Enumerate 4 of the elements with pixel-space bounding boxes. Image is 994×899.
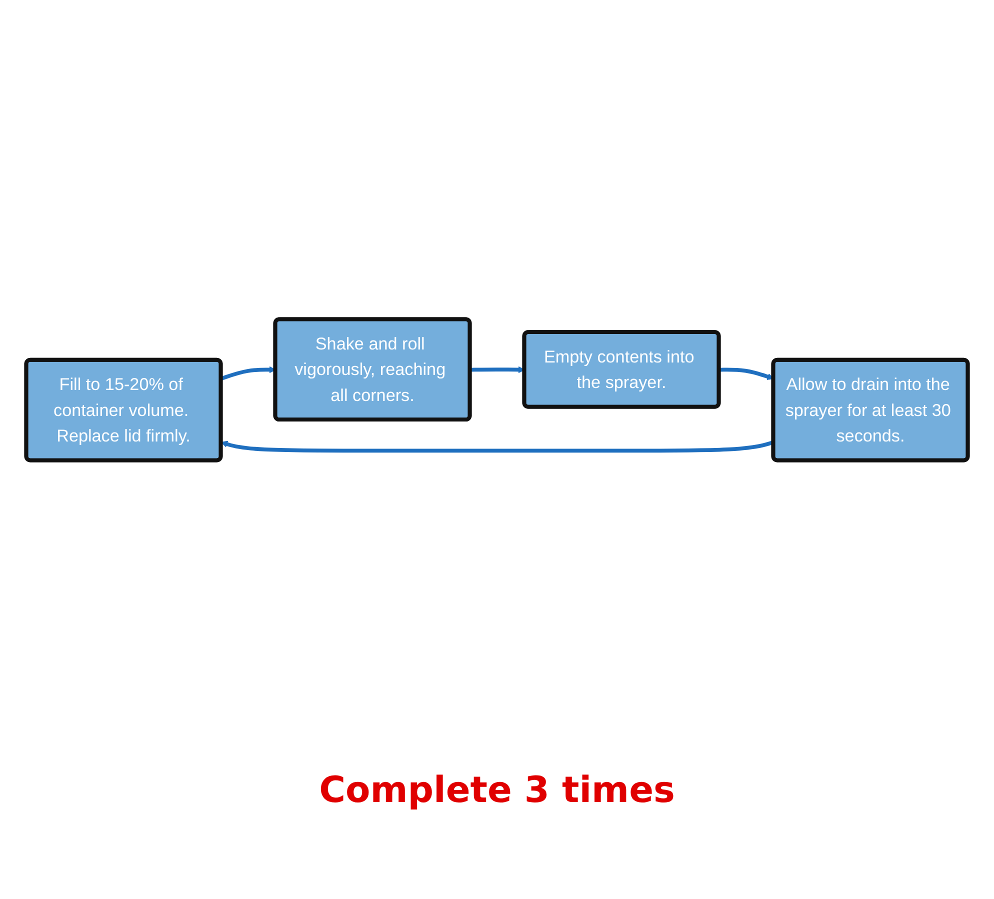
arrow [719, 368, 774, 380]
arrow [220, 366, 276, 381]
arrow [470, 366, 525, 374]
cycle-note: Complete 3 times [319, 770, 675, 811]
